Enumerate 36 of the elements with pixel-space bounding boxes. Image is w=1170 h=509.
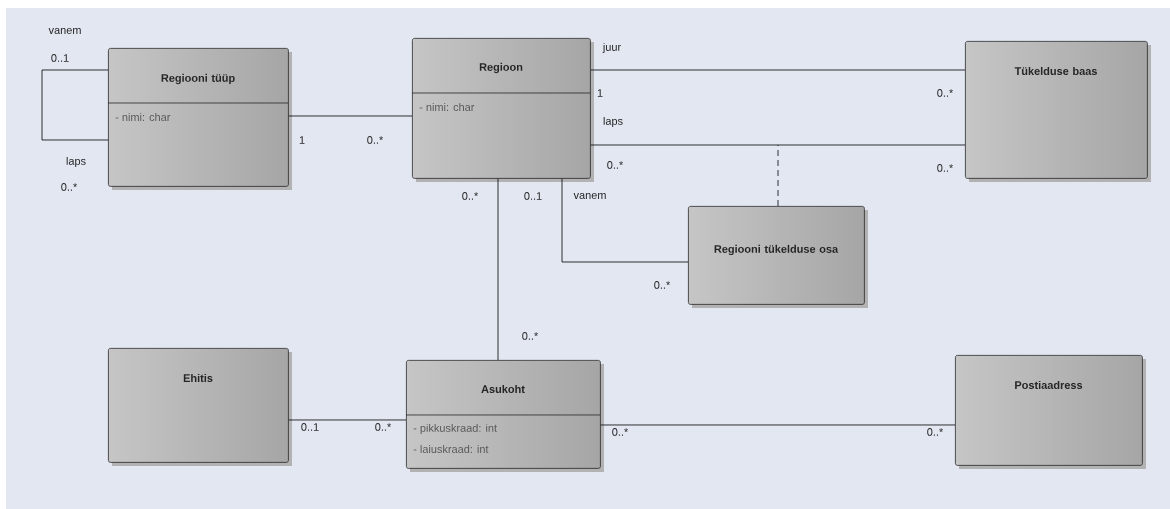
end-label: 0..* xyxy=(462,192,479,200)
end-label: laps xyxy=(603,116,623,128)
end-label: 0..* xyxy=(937,89,954,97)
association-line xyxy=(561,178,689,263)
class-box: Regiooni tükelduse osa xyxy=(688,206,868,308)
class-box: Tükelduse baas xyxy=(965,41,1151,182)
end-label: 0..* xyxy=(61,183,78,191)
end-label: 0..* xyxy=(937,164,954,172)
end-label: vanem xyxy=(48,28,81,34)
end-label: 0..* xyxy=(607,161,624,169)
end-label: 0..1 xyxy=(51,54,69,62)
end-label: 0..1 xyxy=(301,423,319,431)
association-line xyxy=(497,178,499,361)
association-line xyxy=(288,115,413,117)
end-label: 0..* xyxy=(375,423,392,431)
end-label: 0..* xyxy=(612,428,629,436)
end-label: 0..* xyxy=(654,281,671,289)
end-label: 0..* xyxy=(367,136,384,144)
end-label: 0..* xyxy=(522,332,539,340)
end-label: 0..* xyxy=(927,428,944,436)
end-label: vanem xyxy=(573,193,606,199)
class-box: Asukoht - pikkuskraad: int - laiuskraad: int xyxy=(405,360,604,472)
association-line xyxy=(590,144,966,146)
dashed-connector xyxy=(777,144,779,207)
association-line xyxy=(590,69,966,71)
end-label: laps xyxy=(66,156,86,168)
association-line xyxy=(41,69,109,141)
end-label: 0..1 xyxy=(524,192,542,200)
end-label: juur xyxy=(602,42,621,54)
class-box: Regioon - nimi: char xyxy=(411,38,594,182)
end-label: 1 xyxy=(299,136,305,144)
class-box: Postiaadress xyxy=(955,355,1146,469)
association-line xyxy=(288,419,407,421)
association-line xyxy=(600,424,956,426)
class-box: Ehitis xyxy=(108,348,292,466)
class-box: Regiooni tüüp - nimi: char xyxy=(107,48,292,190)
